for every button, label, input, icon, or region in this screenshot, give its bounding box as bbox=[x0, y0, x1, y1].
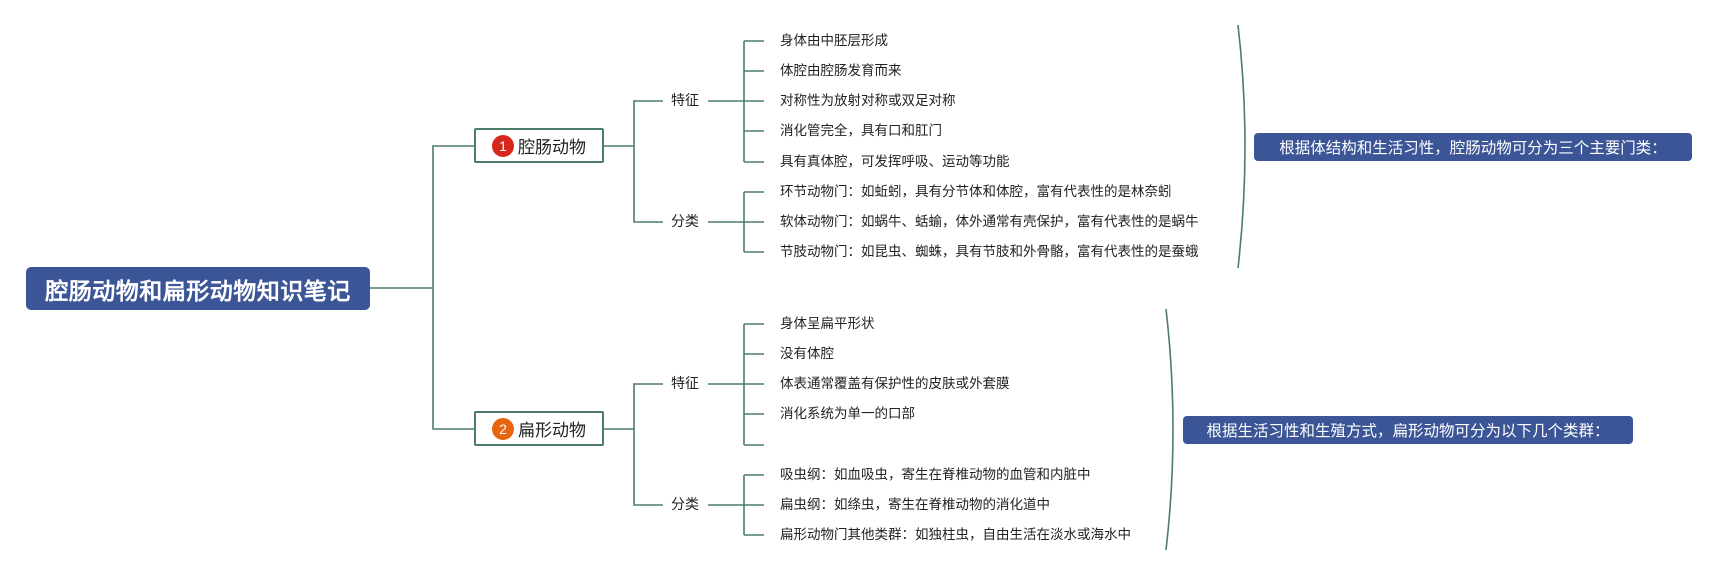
branch-1-feature-5[interactable]: 具有真体腔，可发挥呼吸、运动等功能 bbox=[780, 154, 1010, 170]
connector-root bbox=[370, 145, 474, 430]
branch-1-title: 腔肠动物 bbox=[518, 138, 586, 158]
branch-2-feature-1[interactable]: 身体呈扁平形状 bbox=[780, 316, 875, 332]
connector-branch-1 bbox=[604, 100, 663, 223]
branch-2-class-2[interactable]: 扁虫纲：如绦虫，寄生在脊椎动物的消化道中 bbox=[780, 497, 1050, 513]
branch-1-classification-label[interactable]: 分类 bbox=[671, 214, 699, 230]
branch-2-topic[interactable]: 2 扁形动物 bbox=[474, 411, 604, 446]
connector-b1-features bbox=[708, 40, 764, 163]
connector-b2-classification bbox=[708, 474, 764, 536]
summary-brace-1 bbox=[1237, 24, 1246, 269]
branch-1-class-3[interactable]: 节肢动物门：如昆虫、蜘蛛，具有节肢和外骨骼，富有代表性的是蚕蛾 bbox=[780, 244, 1199, 260]
branch-1-feature-2[interactable]: 体腔由腔肠发育而来 bbox=[780, 63, 902, 79]
connector-b2-features bbox=[708, 323, 764, 446]
connector-b1-classification bbox=[708, 191, 764, 253]
branch-2-class-3[interactable]: 扁形动物门其他类群：如独柱虫，自由生活在淡水或海水中 bbox=[780, 527, 1131, 543]
branch-2-feature-2[interactable]: 没有体腔 bbox=[780, 346, 834, 362]
branch-2-feature-4[interactable]: 消化系统为单一的口部 bbox=[780, 406, 915, 422]
branch-1-summary[interactable]: 根据体结构和生活习性，腔肠动物可分为三个主要门类： bbox=[1254, 133, 1692, 161]
branch-1-feature-3[interactable]: 对称性为放射对称或双足对称 bbox=[780, 93, 956, 109]
branch-2-features-label[interactable]: 特征 bbox=[671, 376, 699, 392]
branch-1-topic[interactable]: 1 腔肠动物 bbox=[474, 128, 604, 163]
branch-2-classification-label[interactable]: 分类 bbox=[671, 497, 699, 513]
root-topic[interactable]: 腔肠动物和扁形动物知识笔记 bbox=[26, 267, 370, 310]
branch-1-class-1[interactable]: 环节动物门：如蚯蚓，具有分节体和体腔，富有代表性的是林奈蚓 bbox=[780, 184, 1172, 200]
branch-1-class-2[interactable]: 软体动物门：如蜗牛、蛞蝓，体外通常有壳保护，富有代表性的是蜗牛 bbox=[780, 214, 1199, 230]
branch-2-summary[interactable]: 根据生活习性和生殖方式，扁形动物可分为以下几个类群： bbox=[1183, 416, 1633, 444]
summary-brace-2 bbox=[1165, 308, 1174, 551]
branch-1-feature-4[interactable]: 消化管完全，具有口和肛门 bbox=[780, 123, 942, 139]
branch-2-feature-3[interactable]: 体表通常覆盖有保护性的皮肤或外套膜 bbox=[780, 376, 1010, 392]
branch-1-feature-1[interactable]: 身体由中胚层形成 bbox=[780, 33, 888, 49]
connector-branch-2 bbox=[604, 383, 663, 506]
branch-2-title: 扁形动物 bbox=[518, 421, 586, 441]
number-badge-icon: 1 bbox=[492, 134, 514, 157]
branch-2-class-1[interactable]: 吸虫纲：如血吸虫，寄生在脊椎动物的血管和内脏中 bbox=[780, 467, 1091, 483]
branch-1-features-label[interactable]: 特征 bbox=[671, 93, 699, 109]
number-badge-icon: 2 bbox=[492, 417, 514, 440]
